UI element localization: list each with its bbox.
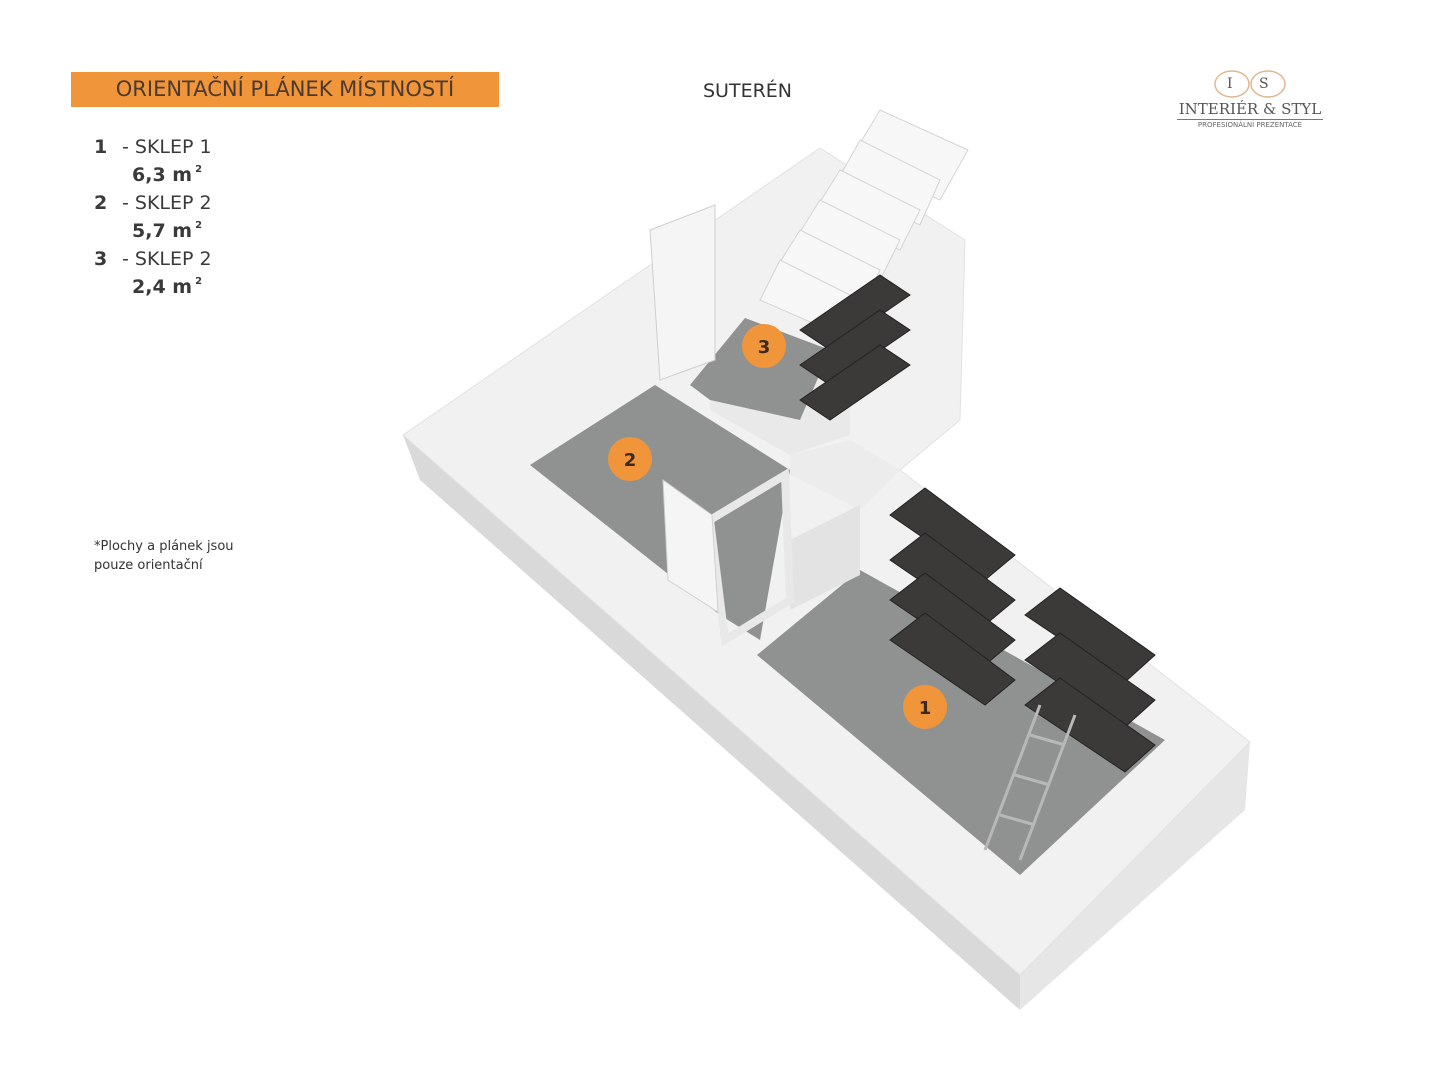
title-band <box>71 72 499 107</box>
logo-tagline: PROFESIONÁLNÍ PREZENTACE <box>1197 121 1303 129</box>
logo-divider <box>1177 119 1323 120</box>
wall-side-right <box>1020 742 1250 1010</box>
wall-inner-face <box>790 505 860 610</box>
room-area-unit-sup: 2 <box>195 220 203 231</box>
shelf-unit <box>889 487 1016 706</box>
logo-monogram-right: S <box>1259 76 1269 92</box>
room-number: 2 <box>94 192 108 214</box>
room-marker-2 <box>608 437 652 481</box>
room-area-unit-sup: 2 <box>195 164 203 175</box>
room-floor-3 <box>690 318 830 420</box>
door <box>649 204 716 381</box>
wall-side-left <box>403 435 1020 1010</box>
door <box>705 468 795 647</box>
logo-brand: INTERIÉR & STYL <box>1178 100 1322 118</box>
room-name: - SKLEP 2 <box>122 248 212 270</box>
shelf-unit <box>799 274 911 421</box>
note-line: pouze orientační <box>94 558 203 573</box>
page-title: ORIENTAČNÍ PLÁNEK MÍSTNOSTÍ <box>115 77 455 101</box>
infinity-ornament-icon <box>1214 70 1286 98</box>
floor-name: SUTERÉN <box>703 80 792 102</box>
room-area: 2,4 m <box>132 276 193 298</box>
room-name: - SKLEP 2 <box>122 192 212 214</box>
room-marker-2-label: 2 <box>624 450 637 471</box>
room-floor-2 <box>530 385 790 640</box>
room-floor-1 <box>757 570 1165 875</box>
room-number: 1 <box>94 136 108 158</box>
inner-wall <box>790 440 900 510</box>
room-marker-1 <box>903 685 947 729</box>
room-area: 5,7 m <box>132 220 193 242</box>
room-area-unit-sup: 2 <box>195 276 203 287</box>
logo-monogram-left: I <box>1227 76 1233 92</box>
room-marker-3 <box>742 324 786 368</box>
shelf-unit <box>1024 587 1156 773</box>
note-line: *Plochy a plánek jsou <box>94 539 234 554</box>
door <box>662 478 719 613</box>
room-number: 3 <box>94 248 108 270</box>
ladder <box>983 704 1077 861</box>
room-marker-1-label: 1 <box>919 698 932 719</box>
room-marker-3-label: 3 <box>758 337 771 358</box>
room-area: 6,3 m <box>132 164 193 186</box>
room-name: - SKLEP 1 <box>122 136 212 158</box>
